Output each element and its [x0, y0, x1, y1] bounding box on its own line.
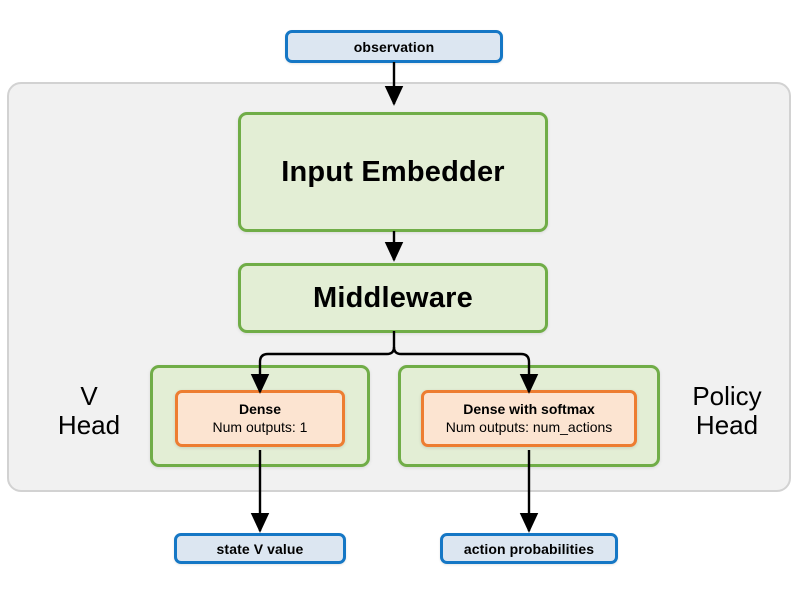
policy-dense-title: Dense with softmax	[463, 401, 595, 417]
node-v-dense[interactable]: Dense Num outputs: 1	[175, 390, 345, 447]
v-head-caption-line1: V	[80, 381, 98, 411]
node-middleware[interactable]: Middleware	[238, 263, 548, 333]
state-v-value-label: state V value	[216, 540, 304, 557]
node-observation[interactable]: observation	[285, 30, 503, 63]
v-dense-subtitle: Num outputs: 1	[212, 418, 308, 435]
policy-head-caption: Policy Head	[664, 381, 790, 441]
v-dense-title: Dense	[238, 401, 282, 417]
v-head-caption-line2: Head	[57, 410, 121, 441]
policy-dense-subtitle: Num outputs: num_actions	[445, 418, 613, 435]
node-input-embedder[interactable]: Input Embedder	[238, 112, 548, 232]
input-embedder-label: Input Embedder	[281, 155, 505, 188]
policy-head-caption-line1: Policy	[692, 381, 762, 411]
policy-head-caption-line2: Head	[695, 410, 759, 441]
middleware-label: Middleware	[313, 281, 473, 314]
observation-label: observation	[353, 38, 435, 55]
v-head-caption: V Head	[30, 381, 148, 441]
node-action-probabilities[interactable]: action probabilities	[440, 533, 618, 564]
action-probabilities-label: action probabilities	[463, 540, 595, 557]
node-state-v-value[interactable]: state V value	[174, 533, 346, 564]
node-policy-dense[interactable]: Dense with softmax Num outputs: num_acti…	[421, 390, 637, 447]
